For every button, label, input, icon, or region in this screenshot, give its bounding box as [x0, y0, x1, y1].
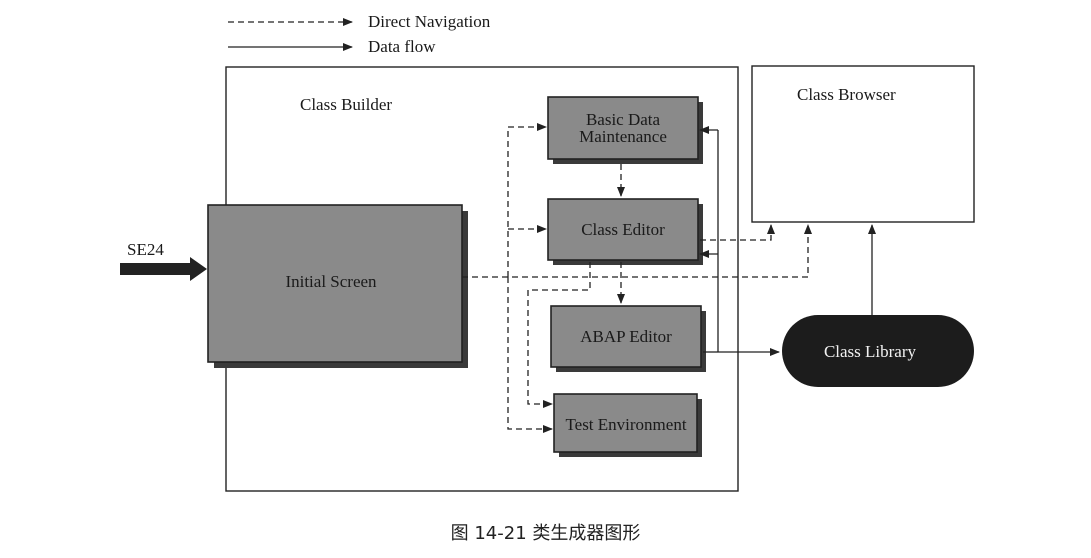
legend: Direct Navigation Data flow — [228, 12, 491, 56]
initial-screen-node: Initial Screen — [207, 204, 468, 368]
basic-data-label-line2: Maintenance — [579, 127, 667, 146]
nav-class-editor-to-browser — [700, 224, 775, 241]
basic-data-maintenance-node: Basic Data Maintenance — [547, 96, 703, 164]
test-environment-node: Test Environment — [553, 393, 702, 457]
nav-to-test-env-left — [507, 277, 553, 433]
se24-arrow — [120, 257, 207, 281]
class-browser-frame — [751, 65, 975, 223]
nav-initial-to-browser — [462, 224, 812, 278]
nav-to-basic-data — [507, 123, 547, 277]
class-library-node: Class Library — [782, 315, 974, 387]
class-builder-diagram: Direct Navigation Data flow Class Builde… — [120, 12, 975, 492]
abap-editor-node: ABAP Editor — [550, 305, 706, 372]
class-browser-title: Class Browser — [797, 85, 896, 104]
test-environment-label: Test Environment — [565, 415, 686, 434]
se24-label: SE24 — [127, 240, 164, 259]
abap-editor-label: ABAP Editor — [580, 327, 672, 346]
class-builder-title: Class Builder — [300, 95, 392, 114]
class-editor-node: Class Editor — [547, 198, 703, 265]
initial-screen-label: Initial Screen — [285, 272, 377, 291]
legend-direct-navigation-label: Direct Navigation — [368, 12, 491, 31]
class-library-label: Class Library — [824, 342, 917, 361]
nav-class-editor-to-test-env — [527, 262, 591, 408]
data-flow-connectors — [699, 126, 876, 356]
legend-data-flow-label: Data flow — [368, 37, 436, 56]
basic-data-label-line1: Basic Data — [586, 110, 661, 129]
figure-caption: 图 14-21 类生成器图形 — [450, 523, 641, 544]
class-editor-label: Class Editor — [581, 220, 665, 239]
navigation-connectors — [462, 123, 812, 433]
